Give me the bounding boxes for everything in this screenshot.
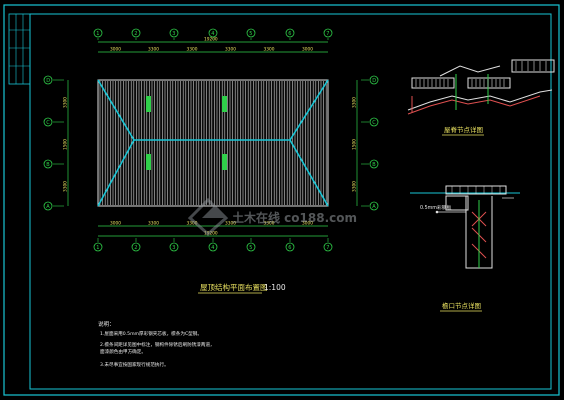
left-dim-text: 3300 xyxy=(63,97,69,108)
bottom-dim-text: 3300 xyxy=(148,221,159,227)
top-dim-text: 3300 xyxy=(225,47,236,53)
right-axis-label: C xyxy=(372,120,376,126)
roof-plan xyxy=(97,79,329,207)
left-dim-text: 3300 xyxy=(63,181,69,192)
top-axis-label: 6 xyxy=(288,31,291,37)
top-axis-label: 7 xyxy=(326,31,329,37)
bottom-axis-label: 6 xyxy=(288,245,291,251)
purlin-markers xyxy=(146,96,227,170)
bottom-axis-label: 5 xyxy=(249,245,252,251)
top-axis-label: 3 xyxy=(172,31,175,37)
left-axis-label: D xyxy=(46,78,50,84)
right-axis-bubble xyxy=(369,117,379,127)
plan-scale: 1:100 xyxy=(264,283,286,292)
top-axis-bubble xyxy=(323,28,333,38)
right-axis-bubble xyxy=(369,159,379,169)
roof-hatch xyxy=(99,81,327,205)
top-dim-text: 3000 xyxy=(302,47,313,53)
left-axis-bubble xyxy=(43,75,53,85)
top-axis-bubble xyxy=(131,28,141,38)
bottom-axis-bubble xyxy=(93,242,103,252)
note-2: 2.檩条间距详见图中标注，钢构件除锈后刷防锈漆两道， xyxy=(100,341,215,348)
top-total-text: 19200 xyxy=(204,37,218,43)
notes-block: 说明： 1.屋面采用0.5mm厚彩钢夹芯板，檩条为C型钢。 2.檩条间距详见图中… xyxy=(98,320,215,368)
right-axis-bubble xyxy=(369,201,379,211)
eave-detail-title: 檐口节点详图 xyxy=(442,301,481,310)
bottom-axis-bubble xyxy=(285,242,295,252)
bottom-total-text: 19200 xyxy=(204,231,218,237)
bottom-axis-label: 4 xyxy=(211,245,214,251)
bottom-axis-bubble xyxy=(246,242,256,252)
bottom-dim-text: 3300 xyxy=(225,221,236,227)
right-dim-text: 1500 xyxy=(352,139,358,150)
top-dim-text: 3000 xyxy=(110,47,121,53)
eave-detail: 0.5mm彩钢板 檐口节点详图 xyxy=(410,185,520,312)
left-dim-text: 1500 xyxy=(63,139,69,150)
top-axis-bubble xyxy=(246,28,256,38)
left-axis-bubble xyxy=(43,201,53,211)
top-axis-bubble xyxy=(169,28,179,38)
left-axis-label: C xyxy=(46,120,50,126)
left-axis-bubble xyxy=(43,117,53,127)
left-axis-label: A xyxy=(46,204,50,210)
eave-material-label: 0.5mm彩钢板 xyxy=(420,204,452,211)
note-4: 3.未尽事宜按国家现行规范执行。 xyxy=(100,361,169,368)
bottom-dim-text: 3300 xyxy=(187,221,198,227)
bottom-axis-bubble xyxy=(131,242,141,252)
top-axis-bubble xyxy=(208,28,218,38)
sheet-frame-inner xyxy=(29,13,552,390)
bottom-axis-label: 3 xyxy=(172,245,175,251)
left-axis-bubble xyxy=(43,159,53,169)
dimension-lines: 1 2 3 4 5 6 7 3000 3300 3300 3300 3300 3000 19200 1 2 3 4… xyxy=(43,28,379,252)
right-axis-bubble xyxy=(369,75,379,85)
bottom-dim-text: 3000 xyxy=(110,221,121,227)
top-axis-label: 2 xyxy=(134,31,137,37)
bottom-dim-text: 3000 xyxy=(302,221,313,227)
top-dim-text: 3300 xyxy=(187,47,198,53)
bottom-axis-label: 1 xyxy=(96,245,99,251)
right-axis-label: B xyxy=(372,162,376,168)
bottom-dim-text: 3300 xyxy=(264,221,275,227)
note-1: 1.屋面采用0.5mm厚彩钢夹芯板，檩条为C型钢。 xyxy=(100,330,202,337)
watermark: 土木在线 co188.com xyxy=(187,197,357,237)
top-axis-bubble xyxy=(93,28,103,38)
bottom-axis-bubble xyxy=(208,242,218,252)
right-dim-text: 3300 xyxy=(352,181,358,192)
ridge-detail-title: 屋脊节点详图 xyxy=(444,125,483,134)
bottom-axis-bubble xyxy=(169,242,179,252)
watermark-text: 土木在线 co188.com xyxy=(232,210,357,225)
plan-title: 屋顶结构平面布置图 xyxy=(200,282,268,292)
hip-ridge-lines xyxy=(97,79,329,207)
note-3: 面漆颜色由甲方确定。 xyxy=(100,348,146,355)
notes-heading: 说明： xyxy=(98,320,115,328)
bottom-axis-label: 7 xyxy=(326,245,329,251)
right-dim-text: 3300 xyxy=(352,97,358,108)
ridge-detail: 屋脊节点详图 xyxy=(407,59,555,136)
top-axis-label: 1 xyxy=(96,31,99,37)
sheet-frame-outer xyxy=(3,4,560,396)
left-axis-label: B xyxy=(46,162,50,168)
bottom-axis-bubble xyxy=(323,242,333,252)
right-axis-label: A xyxy=(372,204,376,210)
top-axis-label: 5 xyxy=(249,31,252,37)
top-dim-text: 3300 xyxy=(264,47,275,53)
top-axis-bubble xyxy=(285,28,295,38)
right-axis-label: D xyxy=(372,78,376,84)
bottom-axis-label: 2 xyxy=(134,245,137,251)
left-title-strip xyxy=(8,13,31,85)
top-dim-text: 3300 xyxy=(148,47,159,53)
top-axis-label: 4 xyxy=(211,31,214,37)
